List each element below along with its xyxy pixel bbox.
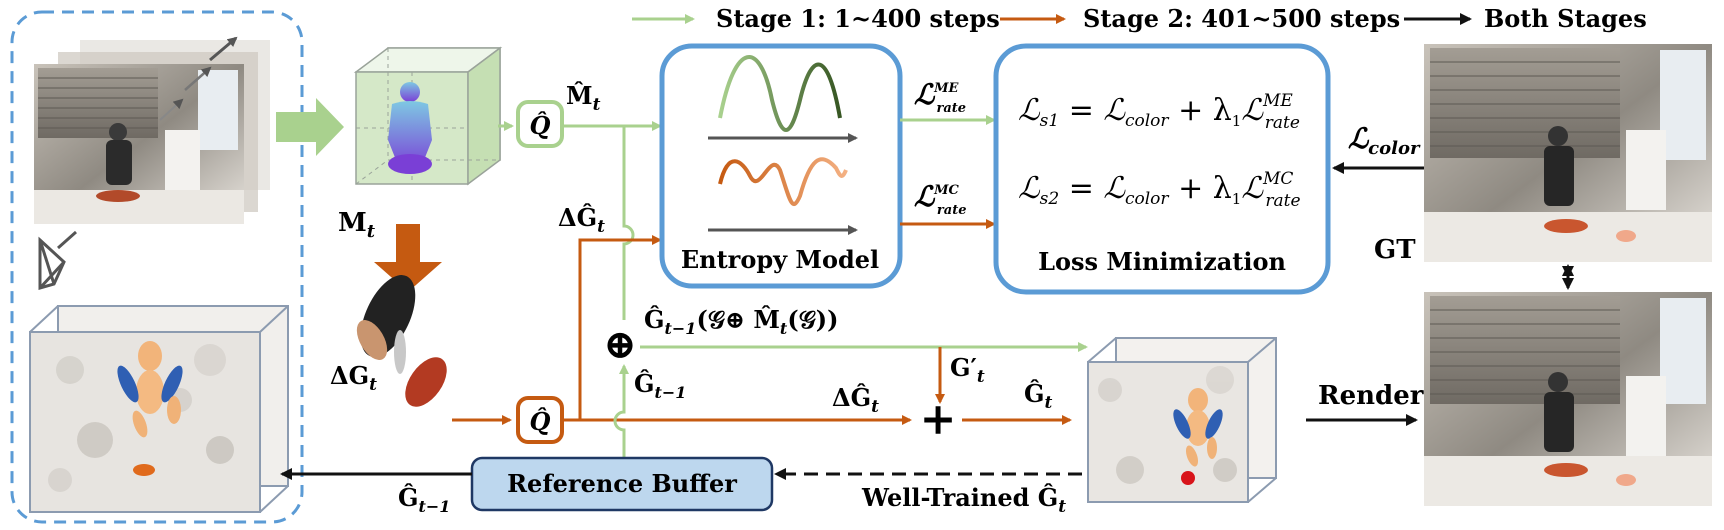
quantizer-motion — [516, 100, 564, 148]
plus-operator: + — [920, 394, 957, 445]
ground-truth-image — [1424, 44, 1712, 262]
gaussian-update-arrow — [374, 224, 442, 292]
well-trained-label: Well-Trained Ĝt — [861, 483, 1066, 517]
quantizer-motion-label: Q̂ — [530, 111, 551, 140]
entropy-model-label: Entropy Model — [681, 245, 879, 274]
g-hat-prev-label: Ĝt−1 — [634, 369, 686, 402]
delta-g-t-label: ΔGt — [330, 361, 377, 395]
reference-buffer-label: Reference Buffer — [507, 469, 737, 498]
delta-g-hat-t-label-bottom: ΔĜt — [832, 383, 879, 417]
loss-minimization-label: Loss Minimization — [1038, 247, 1286, 276]
input-panel — [10, 10, 304, 524]
g-prime-t-label: G′t — [950, 353, 985, 387]
g-hat-prev-bottom-label: Ĝt−1 — [398, 483, 450, 516]
rendered-image — [1424, 292, 1712, 506]
camera-icon — [159, 36, 238, 121]
rendered-gaussian-scene — [1087, 337, 1277, 503]
g-hat-transform-label: Ĝt−1(𝒢⊕ M̂t(𝒢)) — [644, 305, 838, 338]
entropy-distribution-gaussian — [708, 157, 858, 235]
l-color-label: ℒcolor — [1348, 122, 1421, 159]
reference-buffer-box — [470, 456, 774, 512]
legend-stage2-label: Stage 2: 401~500 steps — [1083, 4, 1400, 33]
render-label: Render — [1318, 381, 1424, 411]
delta-gaussians-icon — [356, 275, 447, 407]
entropy-distribution-motion — [708, 55, 858, 143]
legend-both-label: Both Stages — [1484, 4, 1647, 33]
legend-stage1-label: Stage 1: 1~400 steps — [716, 4, 1000, 33]
oplus-operator: ⊕ — [603, 321, 637, 368]
motion-grid-cube — [353, 46, 503, 186]
buffer-to-oplus-line — [613, 364, 629, 458]
m-hat-t-label: M̂t — [566, 81, 601, 115]
camera-frustum-icon — [38, 230, 77, 290]
gt-label: GT — [1374, 235, 1416, 265]
loss-minimization-box — [993, 43, 1331, 295]
motion-extract-arrow — [276, 98, 344, 156]
legend: Stage 1: 1~400 steps Stage 2: 401~500 st… — [632, 4, 1647, 33]
delta-g-hat-t-label-top: ΔĜt — [558, 203, 605, 237]
quantizer-gaussian-label: Q̂ — [530, 407, 551, 436]
g-hat-t-label: Ĝt — [1024, 379, 1053, 413]
input-video-frames — [34, 40, 270, 224]
m-hat-to-oplus-line — [622, 126, 635, 320]
reference-gaussian-scene — [29, 305, 289, 513]
m-t-label: Mt — [338, 208, 376, 242]
